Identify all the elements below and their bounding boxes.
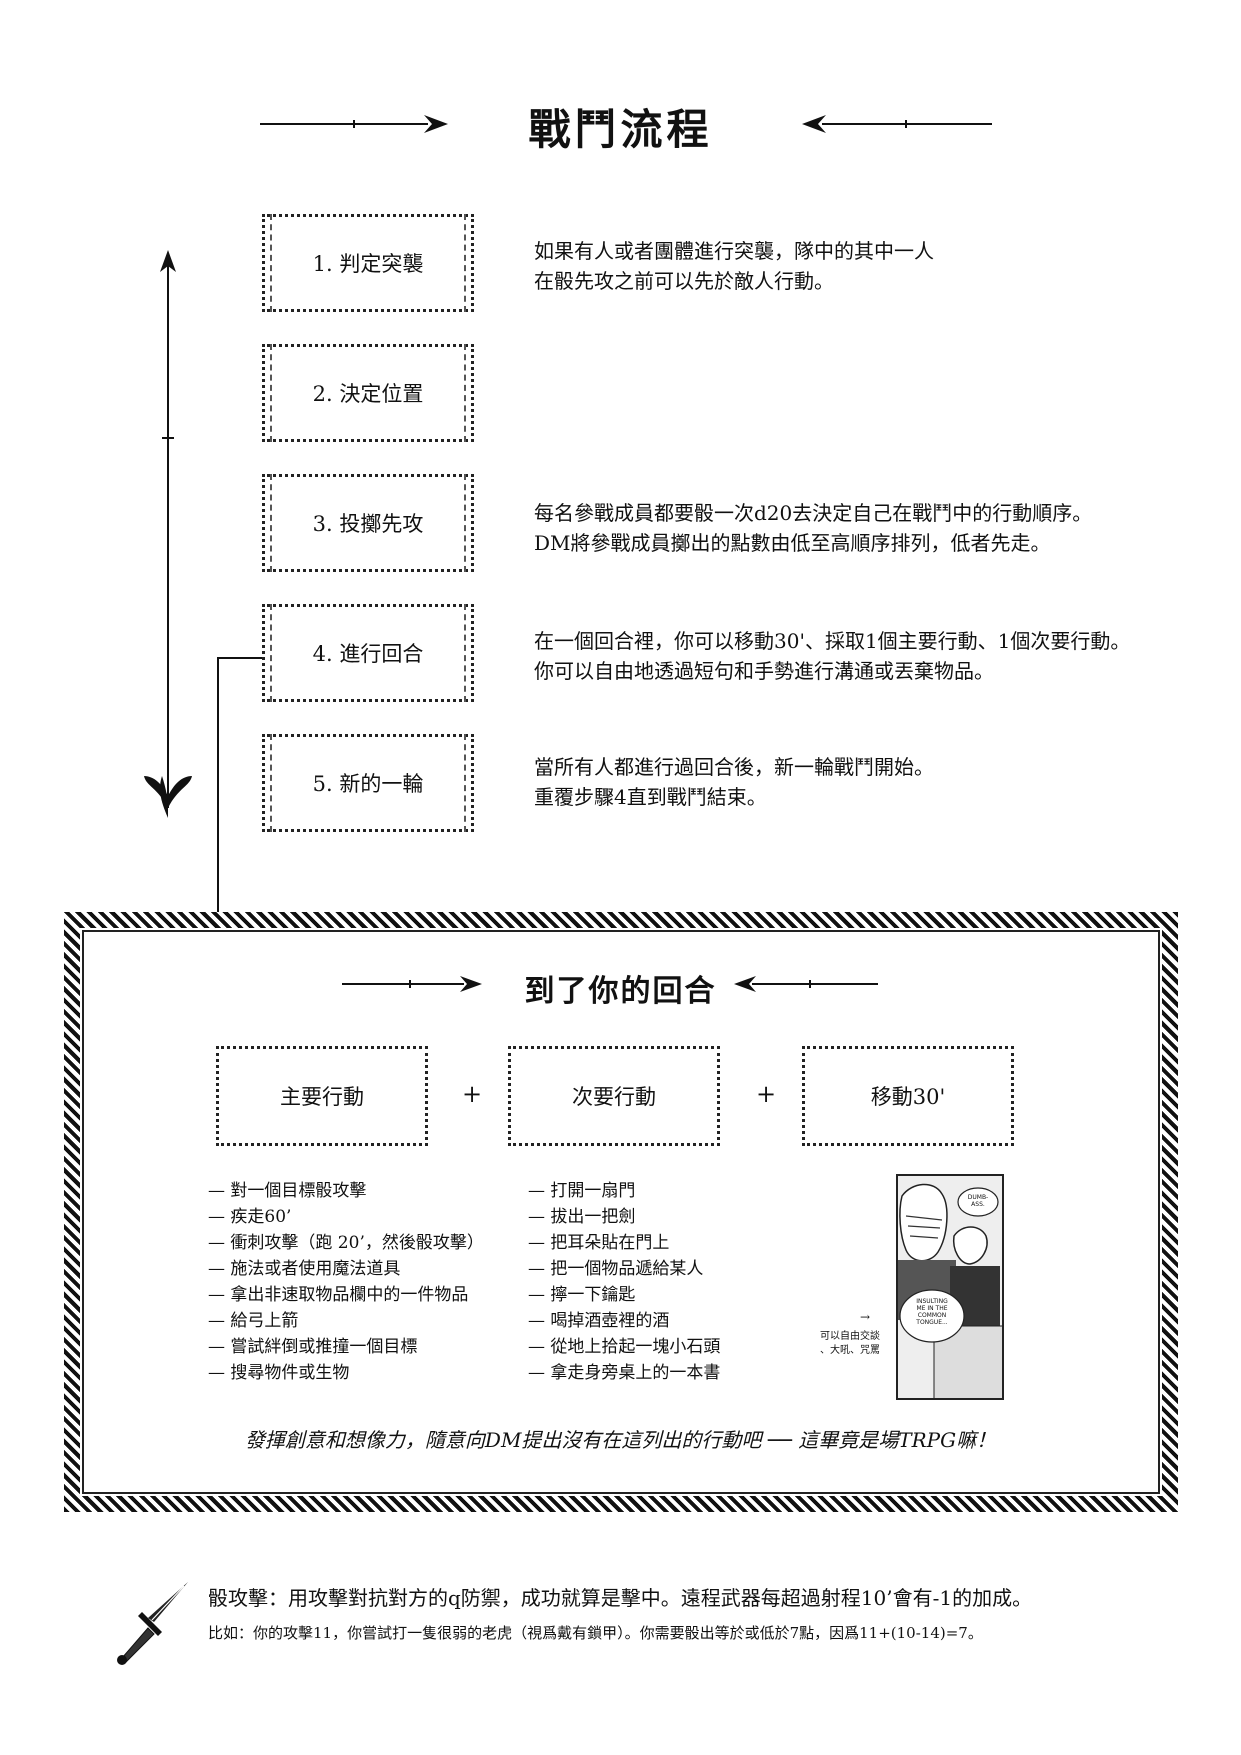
main-action-label: 主要行動 xyxy=(280,1085,364,1109)
desc-line: 每名參戰成員都要骰一次d20去決定自己在戰鬥中的行動順序。 xyxy=(534,501,1093,525)
step-label: 1. 判定突襲 xyxy=(312,252,424,276)
step-desc-initiative: 每名參戰成員都要骰一次d20去決定自己在戰鬥中的行動順序。 DM將參戰成員擲出的… xyxy=(534,498,1092,558)
sub-left-ornament-icon xyxy=(342,976,482,992)
turn-tagline: 發揮創意和想像力，隨意向DM提出沒有在這列出的行動吧 ── 這畢竟是場TRPG嘛… xyxy=(244,1428,997,1452)
manga-panel-image: DUMB- ASS. INSULTING ME IN THE COMMON TO… xyxy=(896,1174,1004,1400)
attack-roll-rule: 骰攻擊：用攻擊對抗對方的q防禦，成功就算是擊中。遠程武器每超過射程10’會有-1… xyxy=(208,1586,1033,1610)
step-label: 3. 投擲先攻 xyxy=(312,512,424,536)
step-box-new-round: 5. 新的一輪 xyxy=(262,734,474,832)
attack-roll-example: 比如：你的攻擊11，你嘗試打一隻很弱的老虎（視爲戴有鎖甲）。你需要骰出等於或低於… xyxy=(208,1624,983,1642)
list-item: 給弓上箭 xyxy=(208,1308,484,1334)
step-desc-surprise: 如果有人或者團體進行突襲，隊中的其中一人 在骰先攻之前可以先於敵人行動。 xyxy=(534,236,934,296)
manga-arrow: → xyxy=(860,1310,871,1324)
step-label: 4. 進行回合 xyxy=(312,642,424,666)
plus-sign: + xyxy=(756,1080,777,1108)
list-item: 拿走身旁桌上的一本書 xyxy=(528,1360,720,1386)
list-item: 把一個物品遞給某人 xyxy=(528,1256,720,1282)
page-title: 戰鬥流程 xyxy=(528,105,713,154)
list-item: 施法或者使用魔法道具 xyxy=(208,1256,484,1282)
list-item: 把耳朵貼在門上 xyxy=(528,1230,720,1256)
main-action-list: 對一個目標骰攻擊 疾走60’ 衝刺攻擊（跑 20’，然後骰攻擊） 施法或者使用魔… xyxy=(208,1178,484,1386)
bubble-line: ASS. xyxy=(971,1201,985,1208)
step-label: 2. 決定位置 xyxy=(312,382,424,406)
bubble-line: COMMON xyxy=(917,1312,947,1319)
dagger-icon xyxy=(117,1582,188,1665)
flow-arrow-icon xyxy=(144,250,192,818)
note-line: 、大吼、咒罵 xyxy=(820,1345,880,1356)
list-item: 喝掉酒壺裡的酒 xyxy=(528,1308,720,1334)
manga-bubble-2: INSULTING ME IN THE COMMON TONGUE... xyxy=(906,1298,958,1326)
move-box: 移動30' xyxy=(802,1046,1014,1146)
bubble-line: INSULTING xyxy=(916,1298,948,1305)
desc-line: 如果有人或者團體進行突襲，隊中的其中一人 xyxy=(534,239,934,263)
note-line: 可以自由交談 xyxy=(820,1331,880,1342)
step-box-surprise: 1. 判定突襲 xyxy=(262,214,474,312)
connector-line xyxy=(217,657,264,916)
step-box-turn: 4. 進行回合 xyxy=(262,604,474,702)
list-item: 對一個目標骰攻擊 xyxy=(208,1178,484,1204)
plus-sign: + xyxy=(462,1080,483,1108)
list-item: 拔出一把劍 xyxy=(528,1204,720,1230)
main-action-box: 主要行動 xyxy=(216,1046,428,1146)
minor-action-label: 次要行動 xyxy=(572,1085,656,1109)
desc-line: 重覆步驟4直到戰鬥結束。 xyxy=(534,785,767,809)
turn-title: 到了你的回合 xyxy=(524,974,717,1009)
minor-action-box: 次要行動 xyxy=(508,1046,720,1146)
move-label: 移動30' xyxy=(870,1085,946,1109)
list-item: 搜尋物件或生物 xyxy=(208,1360,484,1386)
step-desc-new-round: 當所有人都進行過回合後，新一輪戰鬥開始。 重覆步驟4直到戰鬥結束。 xyxy=(534,752,934,812)
step-label: 5. 新的一輪 xyxy=(312,772,424,796)
bubble-line: DUMB- xyxy=(967,1194,989,1201)
bubble-line: TONGUE... xyxy=(916,1319,948,1326)
turn-frame-inner xyxy=(82,930,1160,1494)
list-item: 打開一扇門 xyxy=(528,1178,720,1204)
manga-note: 可以自由交談 、大吼、咒罵 xyxy=(808,1330,892,1358)
list-item: 拿出非速取物品欄中的一件物品 xyxy=(208,1282,484,1308)
step-box-initiative: 3. 投擲先攻 xyxy=(262,474,474,572)
list-item: 衝刺攻擊（跑 20’，然後骰攻擊） xyxy=(208,1230,483,1256)
desc-line: 你可以自由地透過短句和手勢進行溝通或丟棄物品。 xyxy=(534,659,994,683)
title-right-ornament-icon xyxy=(802,115,992,133)
desc-line: DM將參戰成員擲出的點數由低至高順序排列，低者先走。 xyxy=(534,531,1051,555)
minor-action-list: 打開一扇門 拔出一把劍 把耳朵貼在門上 把一個物品遞給某人 擰一下鑰匙 喝掉酒壺… xyxy=(528,1178,720,1386)
manga-bubble-1: DUMB- ASS. xyxy=(962,1194,994,1208)
bubble-line: ME IN THE xyxy=(916,1305,948,1312)
step-box-position: 2. 決定位置 xyxy=(262,344,474,442)
list-item: 從地上拾起一塊小石頭 xyxy=(528,1334,720,1360)
desc-line: 當所有人都進行過回合後，新一輪戰鬥開始。 xyxy=(534,755,934,779)
desc-line: 在骰先攻之前可以先於敵人行動。 xyxy=(534,269,834,293)
step-desc-turn: 在一個回合裡，你可以移動30'、採取1個主要行動、1個次要行動。 你可以自由地透… xyxy=(534,626,1130,686)
manga-illustration xyxy=(898,1176,1002,1398)
title-left-ornament-icon xyxy=(260,115,448,133)
sub-right-ornament-icon xyxy=(734,976,878,992)
list-item: 嘗試絆倒或推撞一個目標 xyxy=(208,1334,484,1360)
list-item: 疾走60’ xyxy=(208,1204,484,1230)
list-item: 擰一下鑰匙 xyxy=(528,1282,720,1308)
desc-line: 在一個回合裡，你可以移動30'、採取1個主要行動、1個次要行動。 xyxy=(534,629,1131,653)
